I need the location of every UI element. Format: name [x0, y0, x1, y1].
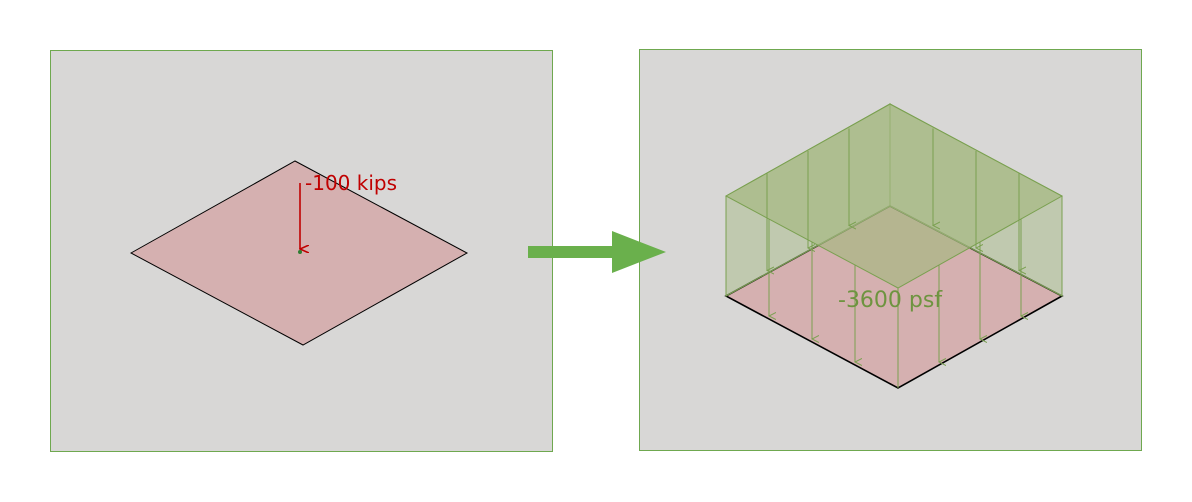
load-application-point	[298, 250, 302, 254]
area-load-arrows	[767, 128, 1021, 363]
area-load-label: -3600 psf	[838, 288, 943, 313]
transition-arrow	[528, 231, 666, 273]
point-load-label: -100 kips	[305, 171, 397, 195]
area-load-front-edges	[725, 196, 1063, 388]
